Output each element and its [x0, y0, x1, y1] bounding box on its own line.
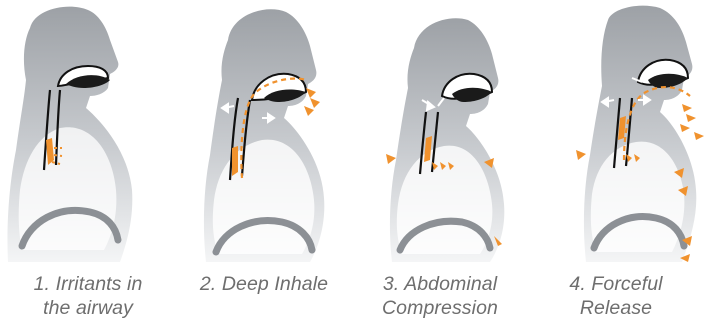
step-4-illustration [528, 0, 705, 270]
step-4-number: 4. [569, 273, 585, 295]
step-1-number: 1. [34, 273, 50, 295]
step-1-caption-line2: the airway [0, 296, 176, 320]
step-1-title: Irritants in [56, 273, 143, 295]
step-3-number: 3. [383, 273, 399, 295]
step-1-caption-line1: 1. Irritants in [0, 272, 176, 296]
step-2-panel: 2. Deep Inhale [176, 0, 352, 270]
step-4-panel: 4. Forceful Release [528, 0, 705, 270]
step-3-caption-line1: 3. Abdominal [352, 272, 528, 296]
step-1-caption: 1. Irritants in the airway [0, 272, 176, 320]
step-3-illustration [352, 0, 528, 270]
step-4-caption: 4. Forceful Release [528, 272, 704, 320]
step-4-caption-line1: 4. Forceful [528, 272, 704, 296]
step-2-caption-line1: 2. Deep Inhale [176, 272, 352, 296]
step-3-caption: 3. Abdominal Compression [352, 272, 528, 320]
step-1-panel: 1. Irritants in the airway [0, 0, 176, 270]
step-2-number: 2. [200, 273, 216, 295]
step-3-title: Abdominal [404, 273, 497, 295]
irritant [232, 146, 238, 176]
step-3-panel: 3. Abdominal Compression [352, 0, 528, 270]
step-3-caption-line2: Compression [352, 296, 528, 320]
step-2-caption: 2. Deep Inhale [176, 272, 352, 296]
step-4-title: Forceful [591, 273, 662, 295]
step-4-caption-line2: Release [528, 296, 704, 320]
step-2-illustration [176, 0, 352, 270]
step-2-title: Deep Inhale [222, 273, 328, 295]
step-1-illustration [0, 0, 176, 270]
